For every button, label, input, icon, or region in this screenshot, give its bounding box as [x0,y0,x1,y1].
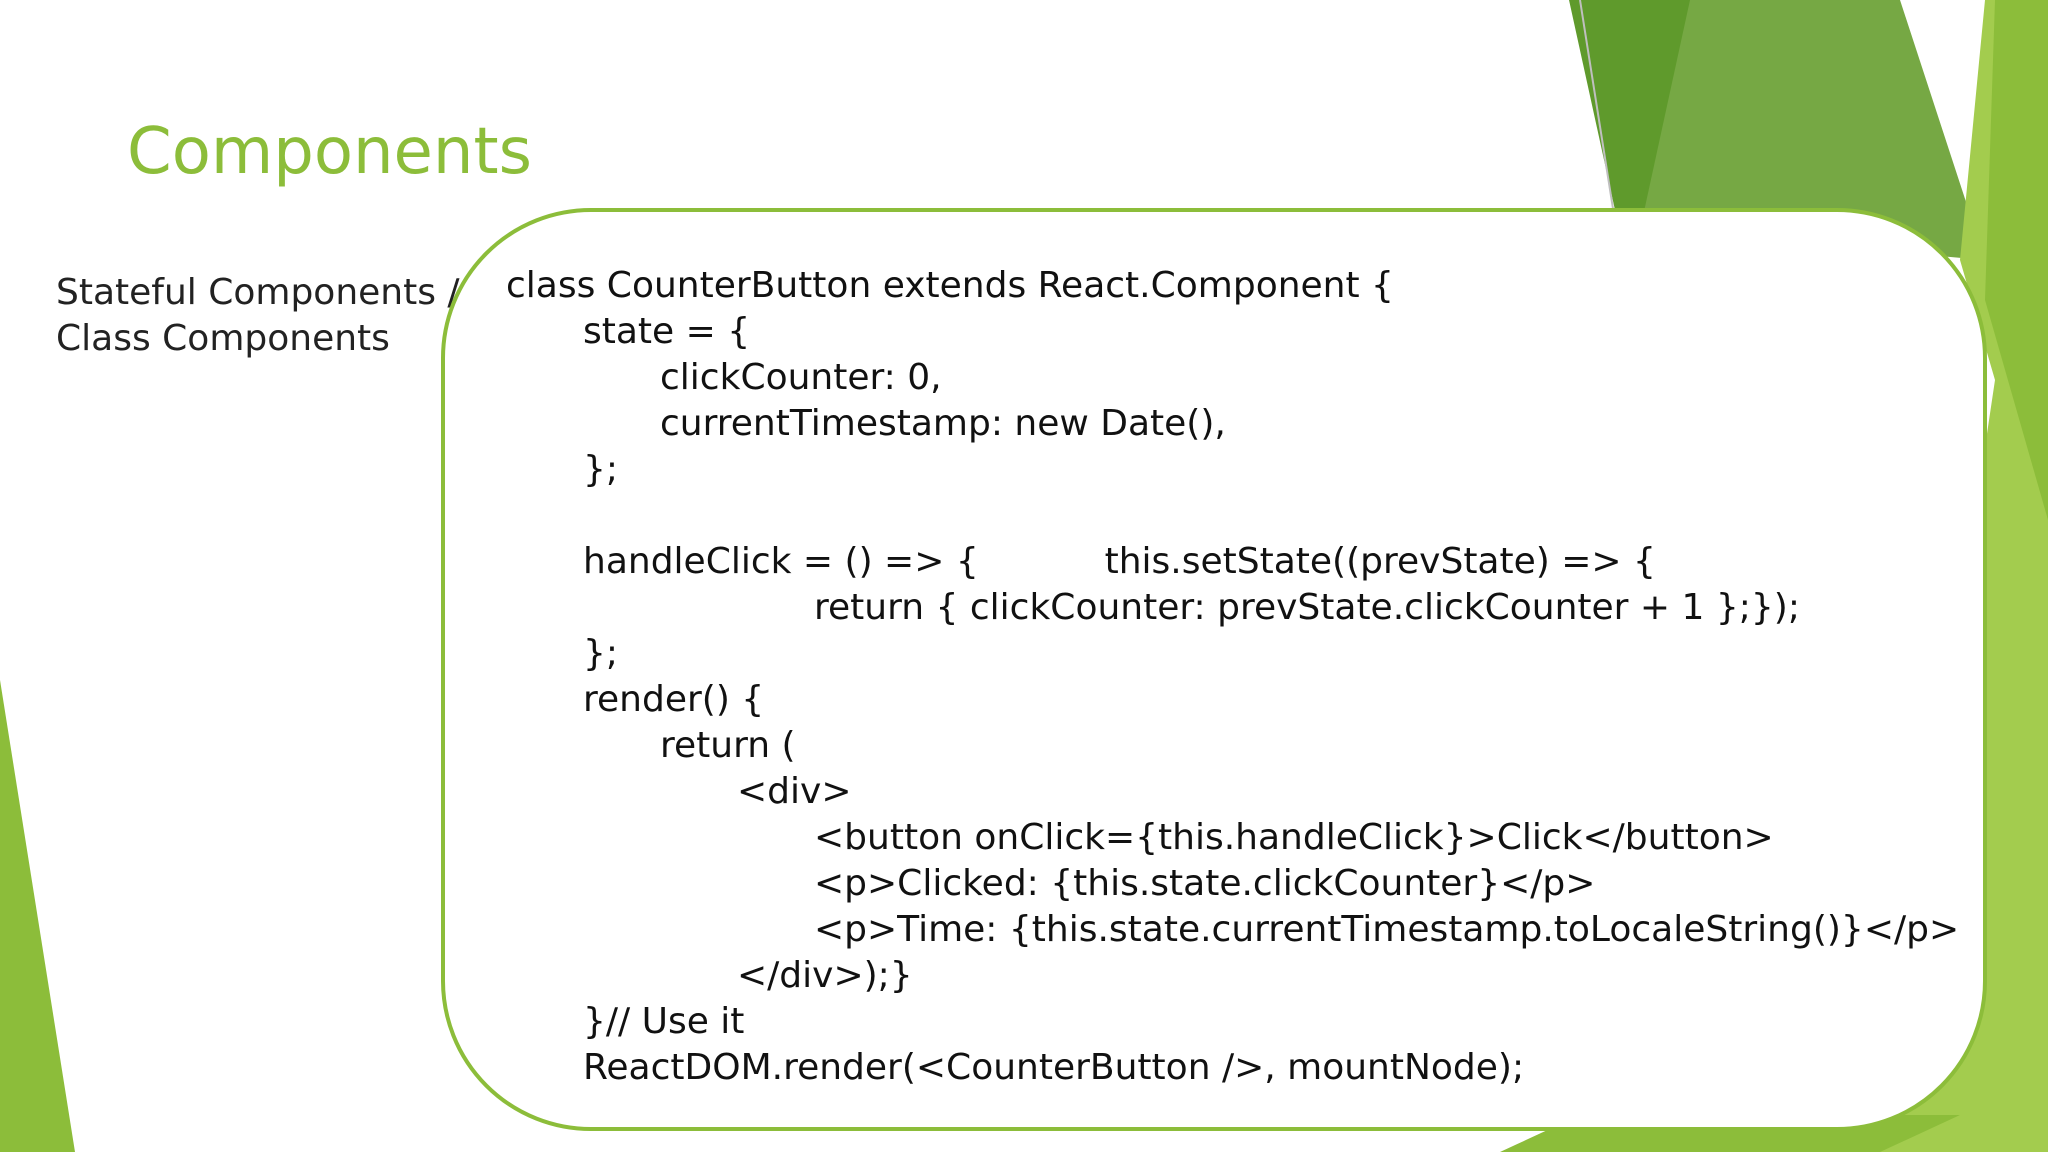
side-label: Stateful Components / Class Components [56,270,460,362]
code-line: ReactDOM.render(<CounterButton />, mount… [583,1047,1525,1088]
code-line: }; [583,449,619,490]
code-line: class CounterButton extends React.Compon… [506,265,1394,306]
code-line: <p>Clicked: {this.state.clickCounter}</p… [814,863,1596,904]
code-line: currentTimestamp: new Date(), [660,403,1226,444]
thin-divider-line [1579,0,1615,216]
side-label-line-1: Stateful Components / [56,272,460,313]
code-line: </div>);} [737,955,913,996]
code-line: clickCounter: 0, [660,357,942,398]
green-shape-left-sliver [0,680,75,1152]
side-label-line-2: Class Components [56,318,390,359]
code-line: render() { [583,679,765,720]
code-line: <div> [737,771,852,812]
code-block: class CounterButton extends React.Compon… [445,212,1991,1135]
green-shape-top-right-mid [1640,0,1985,260]
code-line: handleClick = () => { this.setState((pre… [583,541,1656,582]
code-line: return ( [660,725,796,766]
code-line: }; [583,633,619,674]
code-line: <button onClick={this.handleClick}>Click… [814,817,1774,858]
code-line: state = { [583,311,751,352]
code-box: class CounterButton extends React.Compon… [441,208,1987,1131]
code-line: }// Use it [583,1001,745,1042]
green-shape-right-mid [1985,0,2048,520]
slide-title: Components [127,115,532,189]
code-line: return { clickCounter: prevState.clickCo… [814,587,1800,628]
code-line: <p>Time: {this.state.currentTimestamp.to… [814,909,1960,950]
